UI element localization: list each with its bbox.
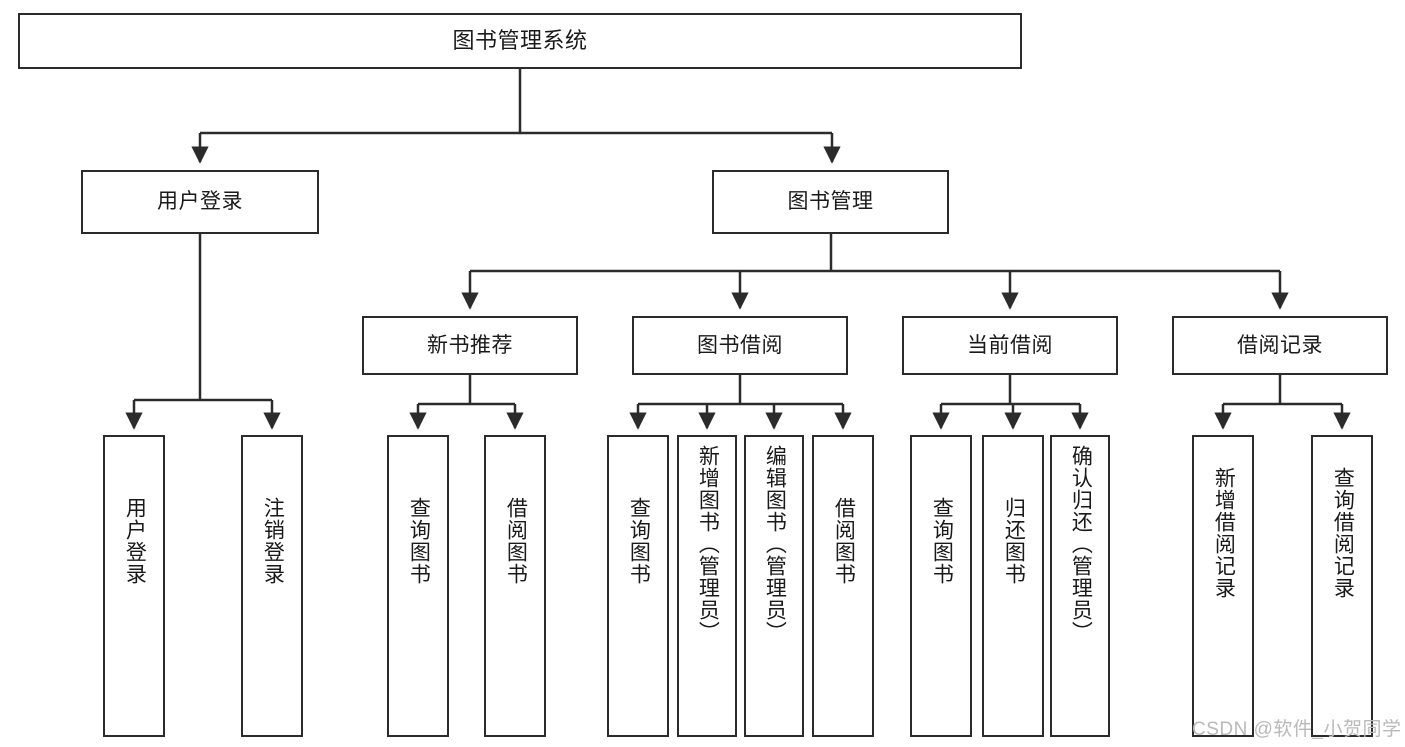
node-level3-0-label: 新书推荐 <box>427 333 513 357</box>
node-level3-0[interactable]: 新书推荐 <box>362 316 578 375</box>
node-level3-3[interactable]: 借阅记录 <box>1172 316 1388 375</box>
node-level2-0[interactable]: 用户登录 <box>81 170 319 234</box>
node-level3-3-label: 借阅记录 <box>1237 333 1323 357</box>
node-leaf-6-label: 编辑图书（管理员） <box>763 445 787 643</box>
node-leaf-1[interactable]: 注销登录 <box>241 435 303 737</box>
node-leaf-6[interactable]: 编辑图书（管理员） <box>744 435 804 737</box>
node-level3-2-label: 当前借阅 <box>967 333 1053 357</box>
node-level2-1[interactable]: 图书管理 <box>712 170 949 234</box>
node-leaf-4-label: 查询图书 <box>627 497 651 585</box>
node-leaf-10-label: 确认归还（管理员） <box>1069 445 1093 643</box>
node-leaf-7[interactable]: 借阅图书 <box>812 435 874 737</box>
node-leaf-9-label: 归还图书 <box>1002 497 1026 585</box>
node-leaf-5-label: 新增图书（管理员） <box>696 445 720 643</box>
node-leaf-7-label: 借阅图书 <box>832 497 856 585</box>
node-level2-0-label: 用户登录 <box>157 190 243 214</box>
node-level2-1-label: 图书管理 <box>787 190 874 214</box>
node-leaf-0-label: 用户登录 <box>123 497 147 585</box>
node-leaf-4[interactable]: 查询图书 <box>607 435 669 737</box>
node-level3-1[interactable]: 图书借阅 <box>632 316 848 375</box>
node-leaf-11[interactable]: 新增借阅记录 <box>1192 435 1254 737</box>
node-leaf-0[interactable]: 用户登录 <box>103 435 165 737</box>
node-leaf-5[interactable]: 新增图书（管理员） <box>677 435 737 737</box>
node-leaf-12-label: 查询借阅记录 <box>1331 467 1355 599</box>
node-leaf-8-label: 查询图书 <box>930 497 954 585</box>
node-leaf-9[interactable]: 归还图书 <box>982 435 1044 737</box>
node-level3-2[interactable]: 当前借阅 <box>902 316 1118 375</box>
csdn-watermark: CSDN @软件_小贺同学 <box>1192 719 1402 740</box>
node-level3-1-label: 图书借阅 <box>697 333 783 357</box>
node-leaf-1-label: 注销登录 <box>261 497 285 585</box>
node-leaf-2[interactable]: 查询图书 <box>387 435 449 737</box>
node-leaf-11-label: 新增借阅记录 <box>1212 467 1236 599</box>
node-root[interactable]: 图书管理系统 <box>18 13 1022 69</box>
node-leaf-12[interactable]: 查询借阅记录 <box>1311 435 1373 737</box>
node-leaf-8[interactable]: 查询图书 <box>910 435 972 737</box>
node-leaf-3[interactable]: 借阅图书 <box>484 435 546 737</box>
node-leaf-3-label: 借阅图书 <box>504 497 528 585</box>
node-leaf-10[interactable]: 确认归还（管理员） <box>1050 435 1110 737</box>
node-root-label: 图书管理系统 <box>452 27 588 53</box>
node-leaf-2-label: 查询图书 <box>407 497 431 585</box>
